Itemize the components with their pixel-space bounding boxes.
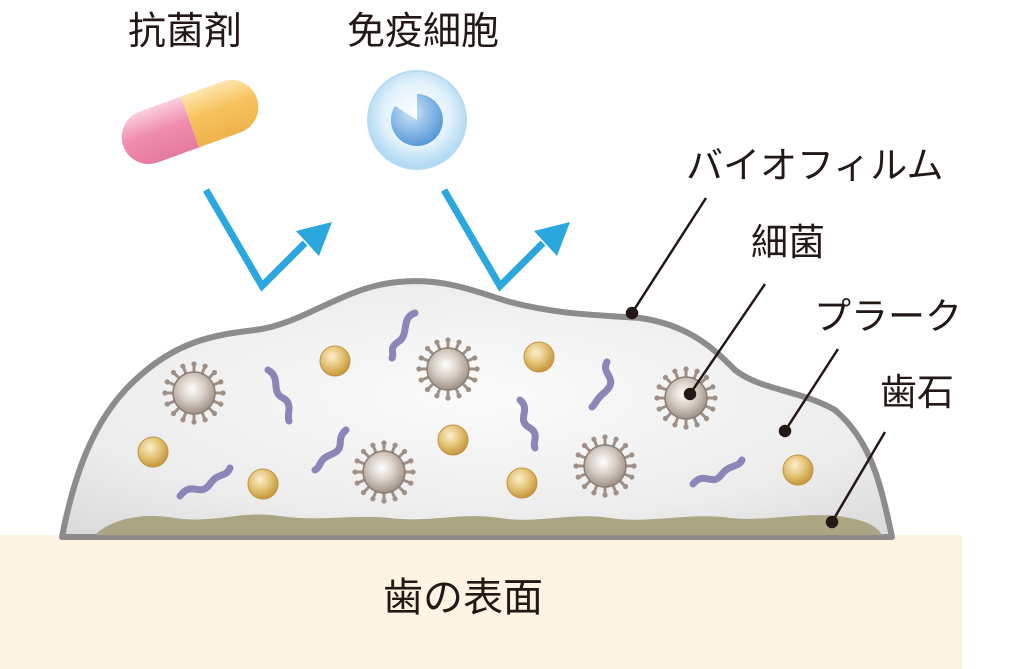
coccus-icon (506, 467, 538, 499)
coccus-icon (319, 345, 351, 377)
spiky-bacterium-icon (654, 366, 718, 430)
rod-bacterium-icon (264, 366, 293, 425)
cocci-group (137, 341, 814, 500)
rod-bacterium-icon (689, 456, 746, 488)
spiky-bacterium-icon (352, 440, 416, 504)
spiky-bacterium-icon (162, 361, 226, 425)
leader-lines (625, 197, 887, 529)
coccus-icon (247, 468, 279, 500)
arrow-icon-antibacterial (202, 188, 332, 292)
capsule-icon (121, 79, 259, 165)
rod-bacterium-icon (516, 396, 539, 452)
coccus-icon (782, 454, 814, 486)
arrow-icon-immune (440, 188, 570, 292)
rod-bacterium-icon (588, 358, 615, 411)
coccus-icon (137, 436, 169, 468)
coccus-icon (523, 341, 555, 373)
immune-cell-icon (367, 70, 467, 170)
label-tartar: 歯石 (880, 371, 954, 414)
label-antibacterial: 抗菌剤 (128, 9, 242, 53)
label-immune-cell: 免疫細胞 (347, 9, 499, 53)
rod-bacterium-icon (388, 309, 419, 362)
tooth-surface-block (0, 535, 962, 669)
spiky-bacterium-icon (416, 337, 480, 401)
spiky-bacterium-icon (573, 434, 637, 498)
coccus-icon (437, 424, 469, 456)
label-plaque: プラーク (814, 295, 962, 338)
spiky-bacteria-group (162, 337, 718, 504)
label-tooth-surface: 歯の表面 (383, 575, 543, 621)
label-bacteria: 細菌 (751, 221, 825, 264)
tartar-layer (95, 514, 882, 535)
label-biofilm: バイオフィルム (686, 144, 944, 187)
rod-bacterium-icon (176, 464, 234, 500)
rod-bacterium-icon (311, 426, 350, 474)
rod-bacteria-group (176, 309, 746, 500)
